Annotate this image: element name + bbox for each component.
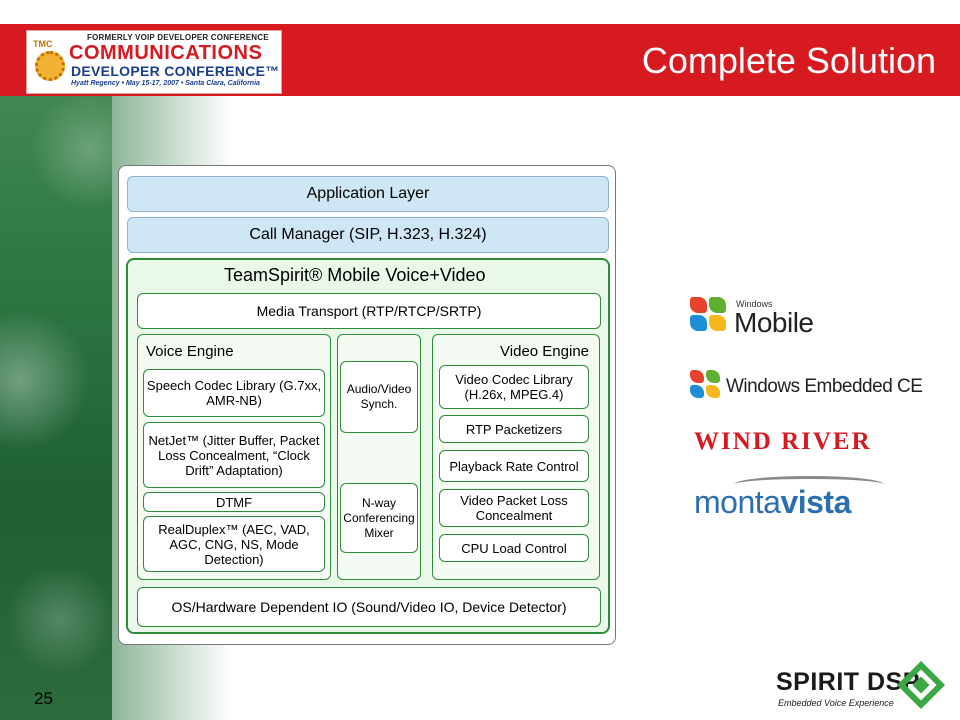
windows-mobile-small-text: Windows bbox=[736, 299, 773, 309]
gear-icon bbox=[35, 51, 65, 81]
decorative-background-strip bbox=[0, 0, 112, 720]
windows-flag-icon bbox=[690, 297, 728, 333]
voice-engine-title: Voice Engine bbox=[146, 343, 234, 360]
application-layer-box: Application Layer bbox=[127, 176, 609, 212]
video-engine-title: Video Engine bbox=[500, 343, 589, 360]
slide-title: Complete Solution bbox=[641, 40, 936, 81]
speech-codec-box: Speech Codec Library (G.7xx, AMR-NB) bbox=[143, 369, 325, 417]
video-plc-box: Video Packet Loss Concealment bbox=[439, 489, 589, 527]
windows-flag-icon bbox=[690, 370, 722, 400]
cpu-load-box: CPU Load Control bbox=[439, 534, 589, 562]
teamspirit-title: TeamSpirit® Mobile Voice+Video bbox=[224, 265, 486, 285]
montavista-swoosh-icon bbox=[734, 476, 884, 493]
windows-ce-text: Windows Embedded CE bbox=[726, 376, 923, 397]
spirit-dsp-name: SPIRIT DSP bbox=[776, 668, 920, 696]
media-transport-box: Media Transport (RTP/RTCP/SRTP) bbox=[137, 293, 601, 329]
montavista-logo: montavista bbox=[694, 476, 894, 522]
windows-embedded-ce-logo: Windows Embedded CE bbox=[690, 368, 930, 404]
windows-mobile-text: Mobile bbox=[734, 307, 814, 338]
voice-engine-box: Voice Engine Speech Codec Library (G.7xx… bbox=[137, 334, 331, 580]
conference-logo: TMC FORMERLY VOIP DEVELOPER CONFERENCE C… bbox=[26, 30, 282, 94]
spirit-dsp-tagline: Embedded Voice Experience bbox=[778, 698, 894, 708]
video-codec-box: Video Codec Library (H.26x, MPEG.4) bbox=[439, 365, 589, 409]
montavista-text-b: vista bbox=[780, 484, 851, 520]
windows-mobile-logo: Windows Mobile bbox=[690, 295, 830, 339]
dtmf-box: DTMF bbox=[143, 492, 325, 512]
logo-line1: COMMUNICATIONS bbox=[69, 42, 263, 64]
slide-number: 25 bbox=[34, 689, 53, 708]
conferencing-mixer-box: N-way Conferencing Mixer bbox=[340, 483, 418, 553]
tmc-badge: TMC bbox=[33, 39, 53, 49]
rtp-packetizers-box: RTP Packetizers bbox=[439, 415, 589, 443]
os-hardware-box: OS/Hardware Dependent IO (Sound/Video IO… bbox=[137, 587, 601, 627]
netjet-box: NetJet™ (Jitter Buffer, Packet Loss Conc… bbox=[143, 422, 325, 488]
montavista-text-a: monta bbox=[694, 484, 781, 520]
wind-river-logo: WIND RIVER bbox=[694, 428, 872, 455]
sync-mixer-column: Audio/Video Synch. N-way Conferencing Mi… bbox=[337, 334, 421, 580]
logo-venue: Hyatt Regency • May 15-17, 2007 • Santa … bbox=[71, 80, 260, 87]
logo-line2: DEVELOPER CONFERENCE™ bbox=[71, 63, 280, 79]
playback-rate-box: Playback Rate Control bbox=[439, 450, 589, 482]
av-synch-box: Audio/Video Synch. bbox=[340, 361, 418, 433]
header-top-band bbox=[0, 0, 960, 24]
architecture-diagram: Application Layer Call Manager (SIP, H.3… bbox=[118, 165, 616, 645]
call-manager-box: Call Manager (SIP, H.323, H.324) bbox=[127, 217, 609, 253]
teamspirit-container: TeamSpirit® Mobile Voice+Video Media Tra… bbox=[126, 258, 610, 634]
spirit-dsp-logo: SPIRIT DSP Embedded Voice Experience bbox=[776, 660, 946, 714]
realduplex-box: RealDuplex™ (AEC, VAD, AGC, CNG, NS, Mod… bbox=[143, 516, 325, 572]
logo-formerly-text: FORMERLY VOIP DEVELOPER CONFERENCE bbox=[87, 33, 269, 42]
video-engine-box: Video Engine Video Codec Library (H.26x,… bbox=[432, 334, 600, 580]
